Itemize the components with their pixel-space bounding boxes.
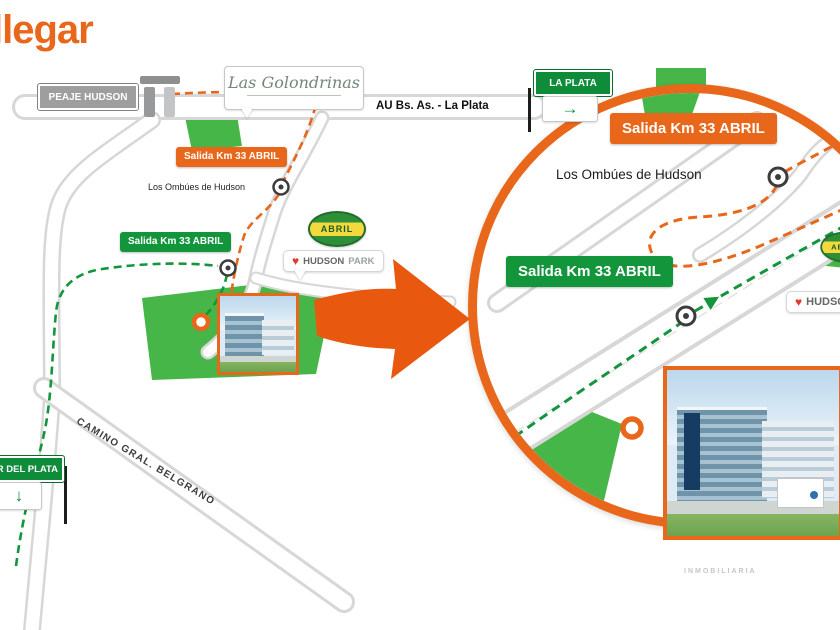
heart-icon: ♥ (795, 295, 803, 309)
ombues-label: Los Ombúes de Hudson (148, 182, 246, 192)
route-orange (171, 90, 320, 297)
las-golondrinas-sign: Las Golondrinas (224, 66, 364, 118)
inset-ombues-label: Los Ombúes de Hudson (556, 167, 702, 182)
salida-orange-badge: Salida Km 33 ABRIL (176, 147, 288, 167)
abril-logo: ABRIL (308, 211, 366, 247)
arrow-right-icon: → (561, 99, 579, 118)
mar-del-plata-arrow-box: ↓ (0, 482, 42, 510)
mar-del-plata-label: MAR DEL PLATA (0, 463, 58, 475)
la-plata-signpost (528, 88, 531, 132)
mar-del-plata-signpost (64, 466, 67, 524)
roads (12, 94, 547, 630)
sign-tail (294, 270, 306, 280)
toll-booth-icon (140, 76, 180, 120)
building-photo-inset (663, 366, 840, 540)
arrow-down-icon: ↓ (14, 486, 24, 505)
watermark-caption: INMOBILIARIA (684, 568, 757, 575)
la-plata-label: LA PLATA (549, 77, 597, 89)
abril-label: ABRIL (320, 224, 354, 234)
peaje-hudson-sign: PEAJE HUDSON (37, 83, 139, 111)
inset-salida-green-badge: Salida Km 33 ABRIL (506, 256, 673, 287)
la-plata-sign: LA PLATA (533, 69, 613, 97)
inset-abril-label: ABRIL (831, 242, 840, 252)
zoom-inset-circle: Salida Km 33 ABRIL Los Ombúes de Hudson … (468, 84, 840, 528)
hudson-park-sign: ♥ HUDSON PARK (283, 250, 384, 280)
inset-exit-markers (620, 166, 789, 440)
salida-green-badge: Salida Km 33 ABRIL (120, 232, 232, 252)
highway-label: AU Bs. As. - La Plata (376, 100, 489, 112)
inset-hudson-word: HUDSON (806, 296, 840, 308)
inset-salida-orange-badge: Salida Km 33 ABRIL (610, 113, 777, 144)
mar-del-plata-sign: MAR DEL PLATA (0, 455, 65, 483)
heart-icon: ♥ (292, 254, 300, 268)
page-title: llegar (0, 8, 94, 52)
las-golondrinas-tagline-line (247, 95, 341, 96)
la-plata-arrow-box: → (542, 96, 598, 122)
park-word: PARK (348, 255, 375, 267)
building-photo-main (217, 293, 299, 375)
exit-markers (191, 178, 290, 332)
hudson-word: HUDSON (303, 255, 345, 267)
inset-route-green-arrowhead (703, 296, 720, 311)
las-golondrinas-label: Las Golondrinas (228, 73, 360, 92)
sign-tail (241, 108, 253, 118)
peaje-hudson-label: PEAJE HUDSON (48, 91, 128, 103)
inset-hudson-park-logo: ♥ HUDSON PARK (786, 291, 840, 313)
